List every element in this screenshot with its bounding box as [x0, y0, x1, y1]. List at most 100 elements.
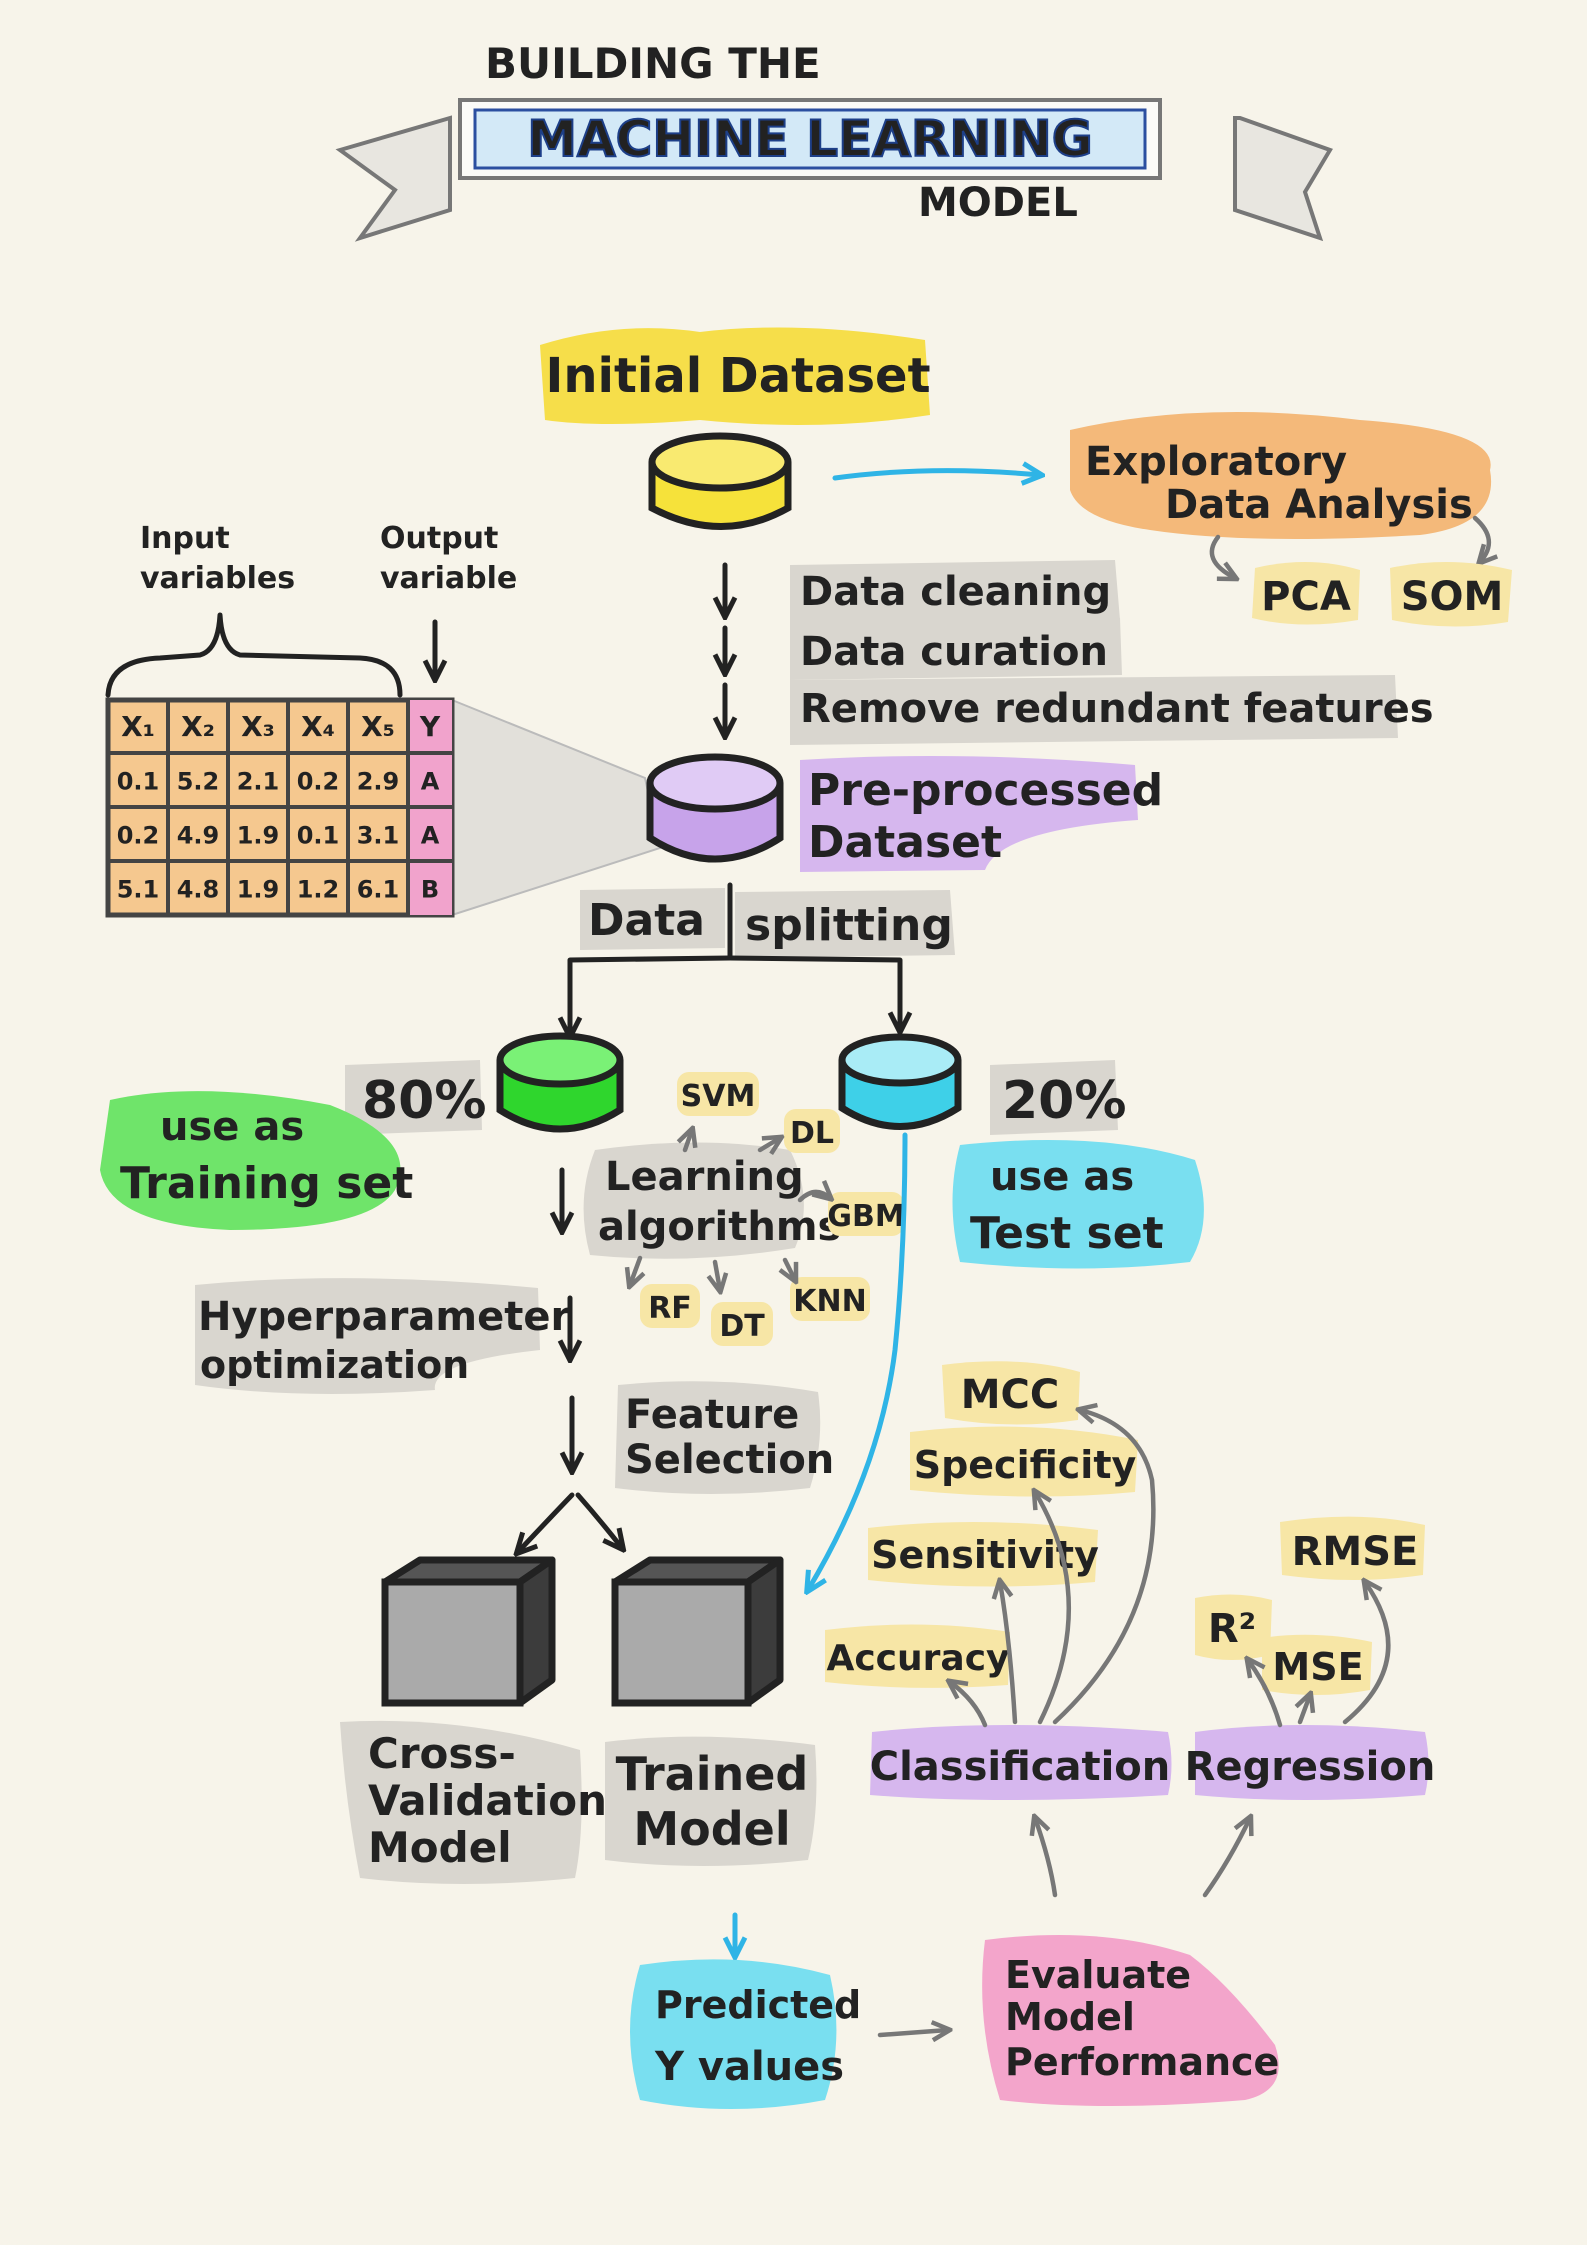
algo-badge-bg — [677, 1072, 759, 1116]
metric-mse: MSE — [1272, 1645, 1363, 1689]
algo-badge-bg — [640, 1284, 700, 1328]
som-label: SOM — [1401, 574, 1504, 620]
step1-highlight — [790, 560, 1120, 628]
metric-r2: R² — [1208, 1606, 1256, 1652]
table-header-cell: X₄ — [301, 710, 335, 743]
step2-highlight — [790, 618, 1122, 680]
algo-dt: DT — [719, 1309, 765, 1344]
cv-model-line1: Cross- — [368, 1729, 516, 1778]
algo-svm: SVM — [681, 1079, 756, 1114]
evaluate-line3: Performance — [1005, 2040, 1279, 2084]
arrow-to-train — [570, 955, 733, 1035]
classification-highlight — [870, 1725, 1172, 1800]
input-label-2: variables — [140, 561, 295, 596]
arrow-knn — [785, 1257, 795, 1280]
hyper-line1: Hyperparameter — [198, 1294, 570, 1340]
preprocessed-db-icon — [646, 753, 784, 863]
metric-specificity: Specificity — [914, 1443, 1137, 1487]
trained-model-line2: Model — [633, 1802, 790, 1856]
hyper-line2: optimization — [200, 1343, 469, 1387]
arrow-class-mcc — [1052, 1410, 1156, 1725]
test-pct: 20% — [1002, 1071, 1126, 1131]
predicted-line1: Predicted — [655, 1983, 861, 2027]
title-line3: MODEL — [918, 180, 1078, 226]
arrow-reg-rmse — [1342, 1582, 1391, 1725]
prep-step-1: Data cleaning — [800, 569, 1111, 615]
table-header-cell: X₅ — [361, 710, 395, 743]
input-brace-icon — [105, 612, 403, 698]
prep-step-2: Data curation — [800, 629, 1108, 675]
test-line2: Test set — [970, 1208, 1164, 1259]
arrow-reg-mse — [1300, 1695, 1310, 1725]
table-cell: 5.2 — [177, 768, 220, 796]
cv-model-line3: Model — [368, 1823, 512, 1872]
split-right-label: splitting — [745, 900, 953, 951]
table-cell: 0.2 — [297, 768, 340, 796]
arrow-to-evaluate — [877, 2030, 948, 2035]
table-cell: 1.9 — [237, 822, 280, 850]
regression-label: Regression — [1185, 1744, 1436, 1790]
table-cell: 0.1 — [297, 822, 340, 850]
split-left-label: Data — [588, 895, 705, 946]
algo-badge-bg — [784, 1109, 840, 1153]
specificity-highlight — [910, 1426, 1138, 1497]
title-banner: BUILDING THE MACHINE LEARNING MODEL — [335, 39, 1333, 242]
predicted-line2: Y values — [654, 2044, 844, 2090]
training-line1: use as — [160, 1104, 304, 1150]
cv-model-cube-icon — [381, 1556, 556, 1707]
training-line2: Training set — [120, 1158, 413, 1209]
arrow-dl — [757, 1138, 780, 1150]
train-pct: 80% — [362, 1071, 486, 1131]
learning-line2: algorithms — [598, 1204, 841, 1250]
test-db-icon — [838, 1033, 962, 1130]
arrow-eda-som — [1472, 515, 1489, 562]
test-line1: use as — [990, 1154, 1134, 1200]
arrow-to-test — [727, 955, 900, 1030]
prep-step-3: Remove redundant features — [800, 686, 1434, 732]
arrow-class-specificity — [1035, 1492, 1071, 1725]
algo-knn: KNN — [793, 1284, 866, 1319]
preprocessed-line1: Pre-processed — [808, 765, 1163, 816]
som-highlight — [1390, 561, 1512, 627]
arrow-gbm — [797, 1192, 830, 1200]
learning-highlight — [583, 1142, 804, 1259]
table-header-cell: Y — [419, 710, 441, 743]
mcc-highlight — [942, 1361, 1080, 1425]
output-label-1: Output — [380, 521, 498, 556]
table-cell: 4.9 — [177, 822, 220, 850]
split-left-highlight — [580, 888, 725, 950]
evaluate-line2: Model — [1005, 1995, 1135, 2039]
accuracy-highlight — [825, 1624, 1010, 1688]
arrow-to-cv-model — [518, 1492, 575, 1552]
zoom-cone — [451, 698, 662, 917]
eda-line1: Exploratory — [1085, 439, 1347, 485]
output-label-2: variable — [380, 561, 517, 596]
table-header-cell: X₁ — [121, 710, 155, 743]
title-banner-text: MACHINE LEARNING — [527, 110, 1093, 168]
pca-highlight — [1252, 561, 1360, 625]
pct80-highlight — [345, 1060, 482, 1135]
algo-badge-bg — [828, 1192, 904, 1236]
pct20-highlight — [990, 1060, 1118, 1135]
arrow-eda-pca — [1209, 534, 1235, 578]
table-cell: 4.8 — [177, 876, 220, 904]
table-cell: 6.1 — [357, 876, 400, 904]
table-cell: 2.9 — [357, 768, 400, 796]
arrow-to-trained-model — [575, 1492, 622, 1548]
table-cell: 1.9 — [237, 876, 280, 904]
predicted-highlight — [630, 1959, 837, 2109]
hyper-highlight — [195, 1278, 540, 1394]
eda-line2: Data Analysis — [1165, 482, 1473, 528]
arrow-eval-reg — [1202, 1818, 1250, 1898]
step3-highlight — [790, 675, 1398, 745]
arrow-to-eda — [832, 471, 1040, 478]
table-cell: 3.1 — [357, 822, 400, 850]
trained-model-highlight — [605, 1736, 817, 1866]
input-label-1: Input — [140, 521, 230, 556]
table-cell: A — [421, 768, 440, 796]
input-variables-brace: Input variables Output variable — [105, 521, 517, 698]
initial-dataset-highlight — [540, 327, 930, 425]
